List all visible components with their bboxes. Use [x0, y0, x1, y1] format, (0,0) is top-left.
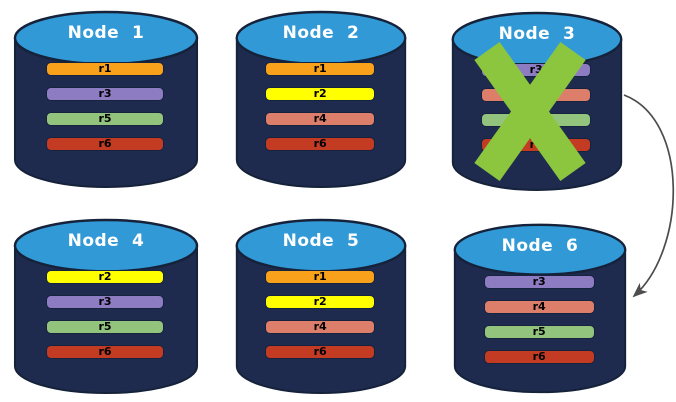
replica-label: r6	[532, 350, 546, 363]
replica-label: r2	[313, 295, 327, 308]
replica-bar: r6	[265, 137, 375, 151]
replica-label: r6	[313, 137, 327, 150]
replica-bar: r4	[483, 300, 595, 314]
replica-bar: r3	[45, 295, 165, 309]
node-title: Node 4	[67, 231, 145, 251]
replica-bar: r1	[265, 62, 375, 76]
replica-label: r4	[313, 320, 327, 333]
replica-label: r5	[98, 112, 112, 125]
replica-bar: r1	[265, 270, 375, 284]
node-title: Node 3	[498, 24, 576, 44]
replica-bar: r5	[45, 112, 165, 126]
node-3: Node 3 r3 r4 r5 r6	[450, 9, 624, 195]
node-title: Node 5	[282, 231, 360, 251]
replica-label: r3	[532, 275, 546, 288]
replica-label: r6	[98, 345, 112, 358]
replica-bar: r6	[265, 345, 375, 359]
replica-bar: r6	[483, 350, 595, 364]
node-title: Node 2	[282, 23, 360, 43]
replica-label: r5	[532, 325, 546, 338]
replica-bar: r6	[45, 345, 165, 359]
node-1: Node 1 r1 r3 r5 r6	[12, 8, 200, 192]
node-2: Node 2 r1 r2 r4 r6	[234, 8, 408, 192]
replica-label: r3	[98, 87, 112, 100]
failure-x-icon	[474, 42, 586, 181]
node-5: Node 5 r1 r2 r4 r6	[234, 216, 408, 398]
replica-bar: r5	[483, 325, 595, 339]
replica-label: r2	[98, 270, 112, 283]
replica-bar: r5	[45, 320, 165, 334]
replica-bar: r3	[483, 275, 595, 289]
replica-label: r1	[98, 62, 112, 75]
replica-label: r3	[98, 295, 112, 308]
node-6: Node 6 r3 r4 r5 r6	[452, 221, 628, 397]
arrow-curve	[623, 94, 675, 298]
replica-label: r4	[313, 112, 327, 125]
replica-bar: r2	[45, 270, 165, 284]
replica-bar: r6	[45, 137, 165, 151]
replica-bar: r3	[45, 87, 165, 101]
replica-label: r2	[313, 87, 327, 100]
replica-label: r4	[532, 300, 546, 313]
node-title: Node 6	[501, 236, 579, 256]
replica-bar: r4	[265, 320, 375, 334]
replica-label: r1	[313, 270, 327, 283]
replica-label: r5	[98, 320, 112, 333]
replica-bar: r2	[265, 295, 375, 309]
node-4: Node 4 r2 r3 r5 r6	[12, 216, 200, 398]
replica-label: r1	[313, 62, 327, 75]
replica-label: r6	[313, 345, 327, 358]
replica-label: r6	[98, 137, 112, 150]
replica-bar: r4	[265, 112, 375, 126]
replica-bar: r2	[265, 87, 375, 101]
node-title: Node 1	[67, 23, 145, 43]
replica-bar: r1	[45, 62, 165, 76]
